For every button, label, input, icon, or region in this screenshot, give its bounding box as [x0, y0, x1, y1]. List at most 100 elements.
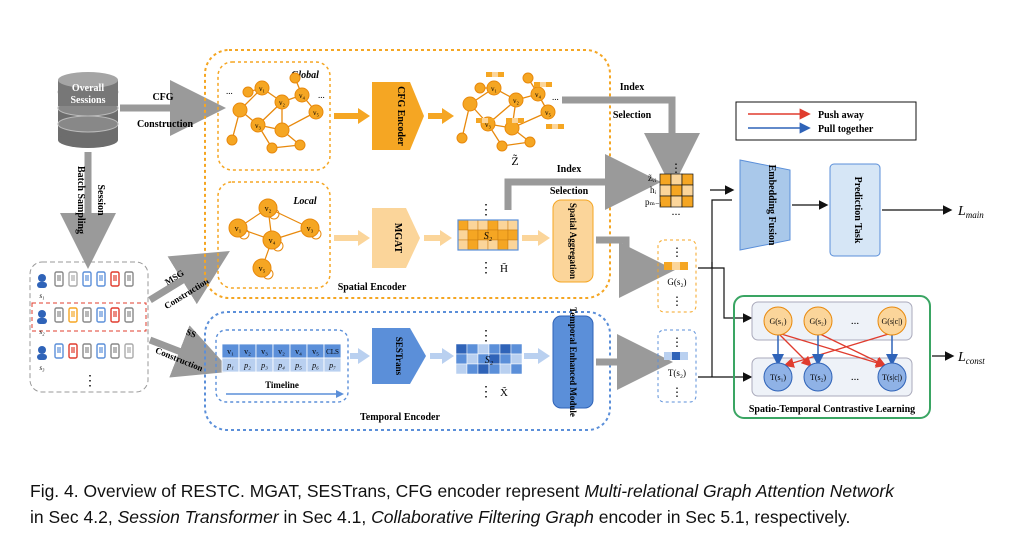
- z-vi-label: z̃ᵥᵢ: [648, 173, 657, 183]
- local-node: [300, 218, 320, 238]
- local-node-label: v₄: [269, 236, 276, 245]
- sequence-position-label: p₇: [328, 361, 336, 370]
- sequence-position-label: p₂: [243, 361, 251, 370]
- x-cell: [488, 343, 501, 355]
- g-node-label: G(s₂): [809, 317, 826, 326]
- g-s2-box: ⋮ G(s₂) ⋮: [657, 239, 697, 313]
- sequence-position-label: p₅: [294, 361, 302, 370]
- global-node: [242, 86, 254, 98]
- embedding-bar: [498, 72, 504, 77]
- session-label: Session: [95, 184, 106, 216]
- concat-cell: [659, 184, 672, 197]
- contrastive-learning-label: Spatio-Temporal Contrastive Learning: [749, 404, 915, 415]
- x-cell: [466, 353, 479, 365]
- caption-line2c: encoder in Sec 5.1, respectively.: [593, 507, 851, 527]
- concat-cell: [670, 184, 683, 197]
- x-tilde-matrix: S₂: [455, 343, 523, 375]
- phone-icon: [124, 307, 134, 323]
- x-cell: [510, 353, 523, 365]
- concat-cell: [681, 195, 694, 208]
- spatial-to-g-arrow: [596, 236, 675, 298]
- temporal-encoder-label: Temporal Encoder: [360, 412, 440, 423]
- g-node-label: G(s|c|): [882, 317, 903, 326]
- global-node: [289, 72, 301, 84]
- caption-cfg-full: Collaborative Filtering Graph: [371, 507, 594, 527]
- sequence-item-label: v₂: [244, 347, 251, 356]
- embedding-bar: [540, 82, 546, 87]
- restc-overview-diagram: Overall Sessions CFG Construction Batch …: [29, 49, 985, 431]
- overall-sessions-label-2: Sessions: [70, 95, 105, 106]
- overall-sessions-database: Overall Sessions: [57, 72, 119, 148]
- g-s2-label: G(s₂): [667, 277, 686, 287]
- embedding-bar: [546, 124, 552, 129]
- x-s2-label: S₂: [485, 355, 494, 366]
- global-out-node: [456, 132, 468, 144]
- sequence-position-label: p₆: [311, 361, 319, 370]
- global-node: [274, 122, 290, 138]
- concat-cell: [670, 173, 683, 186]
- user-icon: [38, 346, 46, 354]
- global-node: [308, 104, 324, 120]
- push-away-arrow: [817, 332, 887, 367]
- sequence-position-label: p₁: [226, 361, 234, 370]
- global-label: Global: [291, 70, 319, 81]
- g-node: [803, 306, 833, 336]
- t-node: [763, 362, 793, 392]
- global-node: [254, 80, 270, 96]
- global-out-node-label: v₅: [545, 109, 552, 117]
- ss-construction-arrow: [148, 325, 232, 378]
- sequence-position-label: p₄: [277, 361, 285, 370]
- user-icon-body: [37, 354, 47, 360]
- x-cell: [499, 343, 512, 355]
- ss-label: SS: [185, 327, 198, 340]
- phone-icon: [54, 307, 64, 323]
- phone-icon: [96, 307, 106, 323]
- phone-icon: [124, 271, 134, 287]
- h-tilde-label: H̃: [500, 262, 508, 275]
- h-cell: [487, 219, 499, 231]
- h-cell: [497, 229, 509, 241]
- push-away-label: Push away: [818, 110, 864, 121]
- x-cell: [510, 343, 523, 355]
- h-vdots-bottom: ⋮: [479, 261, 493, 276]
- embedding-fusion-label: Embedding Fusion: [766, 165, 777, 246]
- phone-icon: [82, 343, 92, 359]
- h-tilde-matrix: S₂: [457, 219, 519, 251]
- x-cell: [455, 353, 468, 365]
- session-rows-vdots: ⋮: [83, 374, 97, 389]
- global-out-node: [540, 104, 556, 120]
- global-node-label: v₄: [299, 92, 306, 100]
- global-out-node-label: v₄: [535, 91, 542, 99]
- embedding-bar: [518, 118, 524, 123]
- msg-construction-arrow: [148, 251, 230, 305]
- global-node: [250, 117, 266, 133]
- global-dots-right: ...: [318, 90, 325, 100]
- sequence-box: [215, 329, 349, 403]
- embedding-bar: [552, 124, 558, 129]
- h-cell: [477, 219, 489, 231]
- global-out-node: [504, 120, 520, 136]
- global-out-node-label: v₁: [491, 85, 497, 93]
- temporal-enhanced-module-block: Temporal Enhanced Module: [552, 307, 594, 417]
- global-out-node: [522, 72, 534, 84]
- h-vdots-top: ⋮: [479, 203, 493, 218]
- h-cell: [467, 229, 479, 241]
- local-label: Local: [292, 196, 317, 207]
- selection-label-bottom: Selection: [550, 186, 589, 197]
- global-out-node: [486, 80, 502, 96]
- overall-sessions-label-1: Overall: [72, 83, 104, 94]
- local-node: [252, 258, 272, 278]
- embedding-bar: [506, 118, 512, 123]
- legend-box: Push away Pull together: [735, 101, 917, 141]
- cfg-construction-label: Construction: [137, 119, 194, 130]
- temporal-enhanced-label: Temporal Enhanced Module: [568, 307, 578, 417]
- x-cell: [466, 343, 479, 355]
- embedding-bar: [488, 118, 494, 123]
- t-dots: ...: [851, 371, 860, 383]
- mgat-block: MGAT: [372, 208, 420, 268]
- h-cell: [507, 219, 519, 231]
- h-cell: [507, 229, 519, 241]
- cfg-label: CFG: [152, 92, 173, 103]
- t-node-label: T(s|c|): [882, 373, 902, 382]
